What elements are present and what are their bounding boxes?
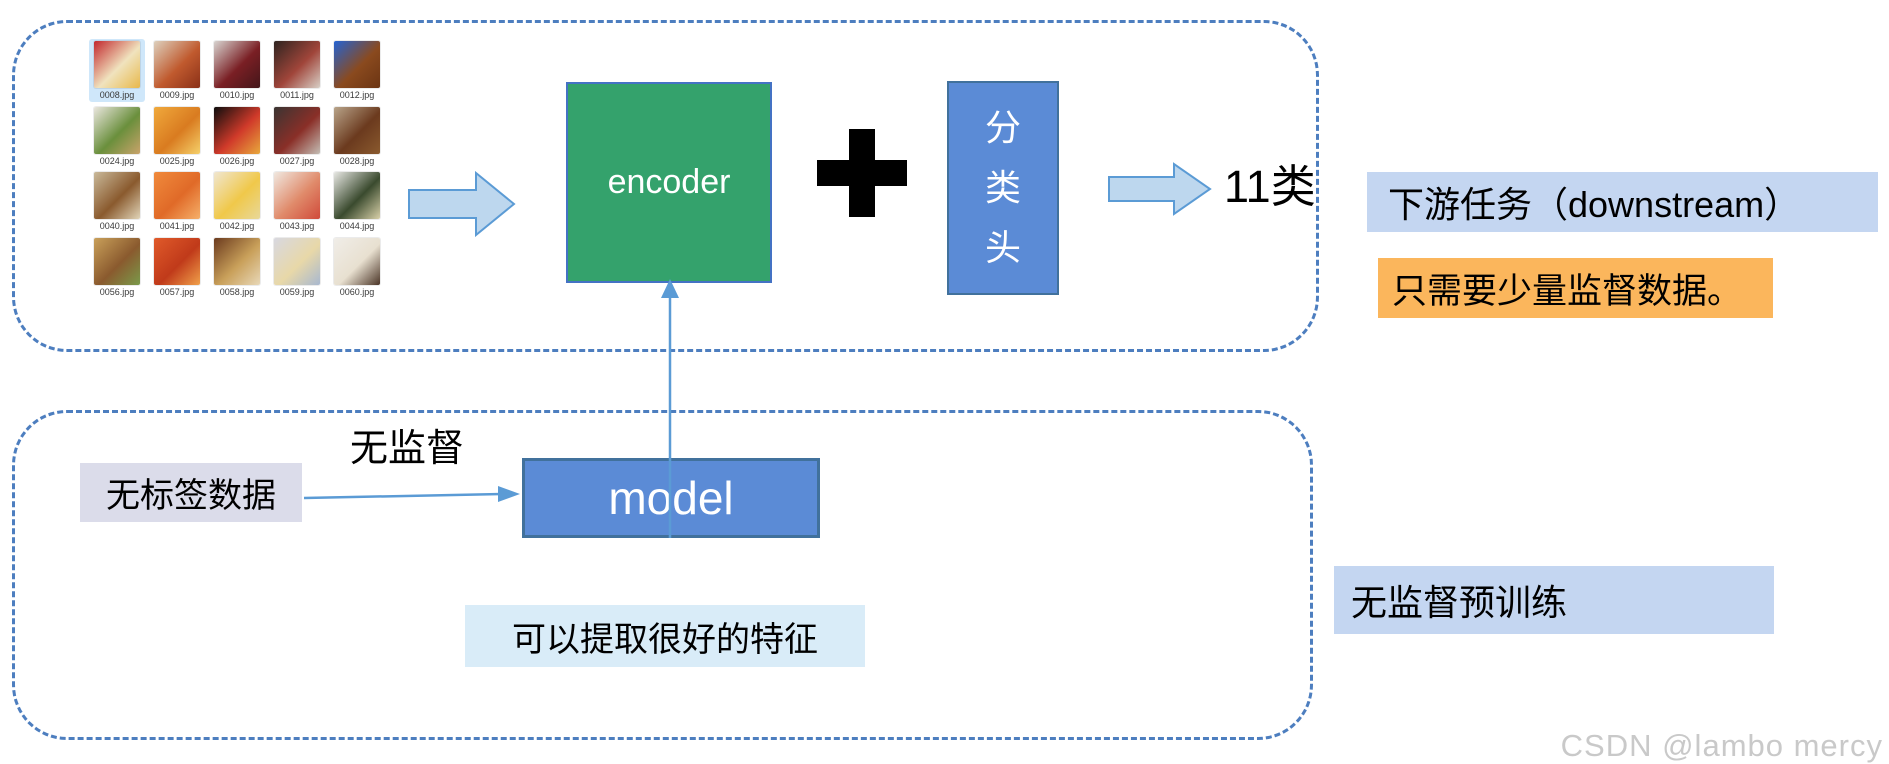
downstream-task-group-box (12, 20, 1319, 352)
thumbnail-image (334, 41, 380, 88)
thumbnail-image (214, 41, 260, 88)
classifier-head-char: 类 (984, 167, 1021, 208)
thumbnail-item[interactable]: 0056.jpg (89, 236, 145, 299)
pretrain-group-box (12, 410, 1313, 740)
thumbnail-item[interactable]: 0028.jpg (329, 105, 385, 168)
thumbnail-label: 0044.jpg (339, 221, 375, 231)
output-classes-label: 11类 (1224, 161, 1316, 212)
thumbnail-label: 0008.jpg (99, 90, 135, 100)
thumbnail-label: 0040.jpg (99, 221, 135, 231)
thumbnail-label: 0012.jpg (339, 90, 375, 100)
thumbnail-label: 0059.jpg (279, 286, 315, 297)
thumbnail-label: 0060.jpg (339, 286, 375, 297)
thumbnail-item[interactable]: 0025.jpg (149, 105, 205, 168)
thumbnail-image (274, 106, 320, 154)
thumbnail-image (334, 106, 380, 154)
arrow-right-icon (408, 171, 516, 237)
thumbnail-label: 0024.jpg (99, 155, 135, 166)
thumbnail-item[interactable]: 0012.jpg (329, 39, 385, 102)
feature-extraction-note: 可以提取很好的特征 (465, 605, 865, 667)
thumbnail-image (334, 237, 380, 285)
classifier-head-char: 头 (984, 227, 1021, 268)
encoder-box: encoder (566, 82, 772, 283)
thumbnail-label: 0027.jpg (279, 155, 315, 166)
plus-icon (817, 129, 907, 217)
thumbnail-image (214, 237, 260, 285)
arrow-line-right-icon (303, 486, 520, 502)
thumbnail-image (94, 106, 140, 154)
thumbnail-label: 0057.jpg (159, 286, 195, 297)
watermark-text: CSDN @lambo mercy (1560, 728, 1883, 763)
thumbnail-label: 0026.jpg (219, 155, 255, 166)
thumbnail-item[interactable]: 0009.jpg (149, 39, 205, 102)
thumbnail-item[interactable]: 0044.jpg (329, 170, 385, 233)
thumbnail-label: 0058.jpg (219, 286, 255, 297)
thumbnail-image (154, 172, 200, 219)
classifier-head-box: 分 类 头 (947, 81, 1059, 295)
arrow-line-up-icon (661, 279, 679, 538)
thumbnail-label: 0041.jpg (159, 221, 195, 231)
thumbnail-label: 0010.jpg (219, 90, 255, 100)
thumbnail-item[interactable]: 0024.jpg (89, 105, 145, 168)
thumbnail-item[interactable]: 0040.jpg (89, 170, 145, 233)
thumbnail-label: 0025.jpg (159, 155, 195, 166)
unsupervised-label: 无监督 (350, 428, 465, 470)
thumbnail-item[interactable]: 0059.jpg (269, 236, 325, 299)
thumbnail-item[interactable]: 0026.jpg (209, 105, 265, 168)
thumbnail-item[interactable]: 0058.jpg (209, 236, 265, 299)
classifier-head-char: 分 (984, 107, 1021, 148)
thumbnail-label: 0028.jpg (339, 155, 375, 166)
thumbnail-label: 0009.jpg (159, 90, 195, 100)
downstream-task-label: 下游任务（downstream） (1367, 172, 1878, 232)
unlabeled-data-box: 无标签数据 (80, 463, 302, 522)
thumbnail-item[interactable]: 0043.jpg (269, 170, 325, 233)
thumbnail-image (214, 106, 260, 154)
encoder-label: encoder (607, 163, 731, 201)
thumbnail-item[interactable]: 0010.jpg (209, 39, 265, 102)
thumbnail-image (94, 172, 140, 219)
dataset-thumbnail-grid: 0008.jpg 0009.jpg 0010.jpg 0011.jpg 0012.jpg… (88, 37, 388, 300)
thumbnail-item[interactable]: 0042.jpg (209, 170, 265, 233)
thumbnail-image (94, 237, 140, 285)
thumbnail-image (274, 237, 320, 285)
thumbnail-image (154, 106, 200, 154)
thumbnail-image (154, 237, 200, 285)
thumbnail-item[interactable]: 0057.jpg (149, 236, 205, 299)
thumbnail-image (94, 41, 140, 88)
thumbnail-item[interactable]: 0041.jpg (149, 170, 205, 233)
thumbnail-item[interactable]: 0060.jpg (329, 236, 385, 299)
supervised-data-note: 只需要少量监督数据。 (1378, 258, 1773, 318)
thumbnail-label: 0042.jpg (219, 221, 255, 231)
thumbnail-item[interactable]: 0011.jpg (269, 39, 325, 102)
unsupervised-pretrain-label: 无监督预训练 (1334, 566, 1774, 634)
thumbnail-label: 0043.jpg (279, 221, 315, 231)
thumbnail-item[interactable]: 0008.jpg (89, 39, 145, 102)
thumbnail-label: 0011.jpg (280, 90, 314, 100)
thumbnail-image (154, 41, 200, 88)
thumbnail-item[interactable]: 0027.jpg (269, 105, 325, 168)
thumbnail-label: 0056.jpg (99, 286, 135, 297)
arrow-right-icon (1108, 162, 1212, 216)
thumbnail-image (274, 41, 320, 88)
thumbnail-image (334, 172, 380, 219)
thumbnail-image (274, 172, 320, 219)
thumbnail-image (214, 172, 260, 219)
